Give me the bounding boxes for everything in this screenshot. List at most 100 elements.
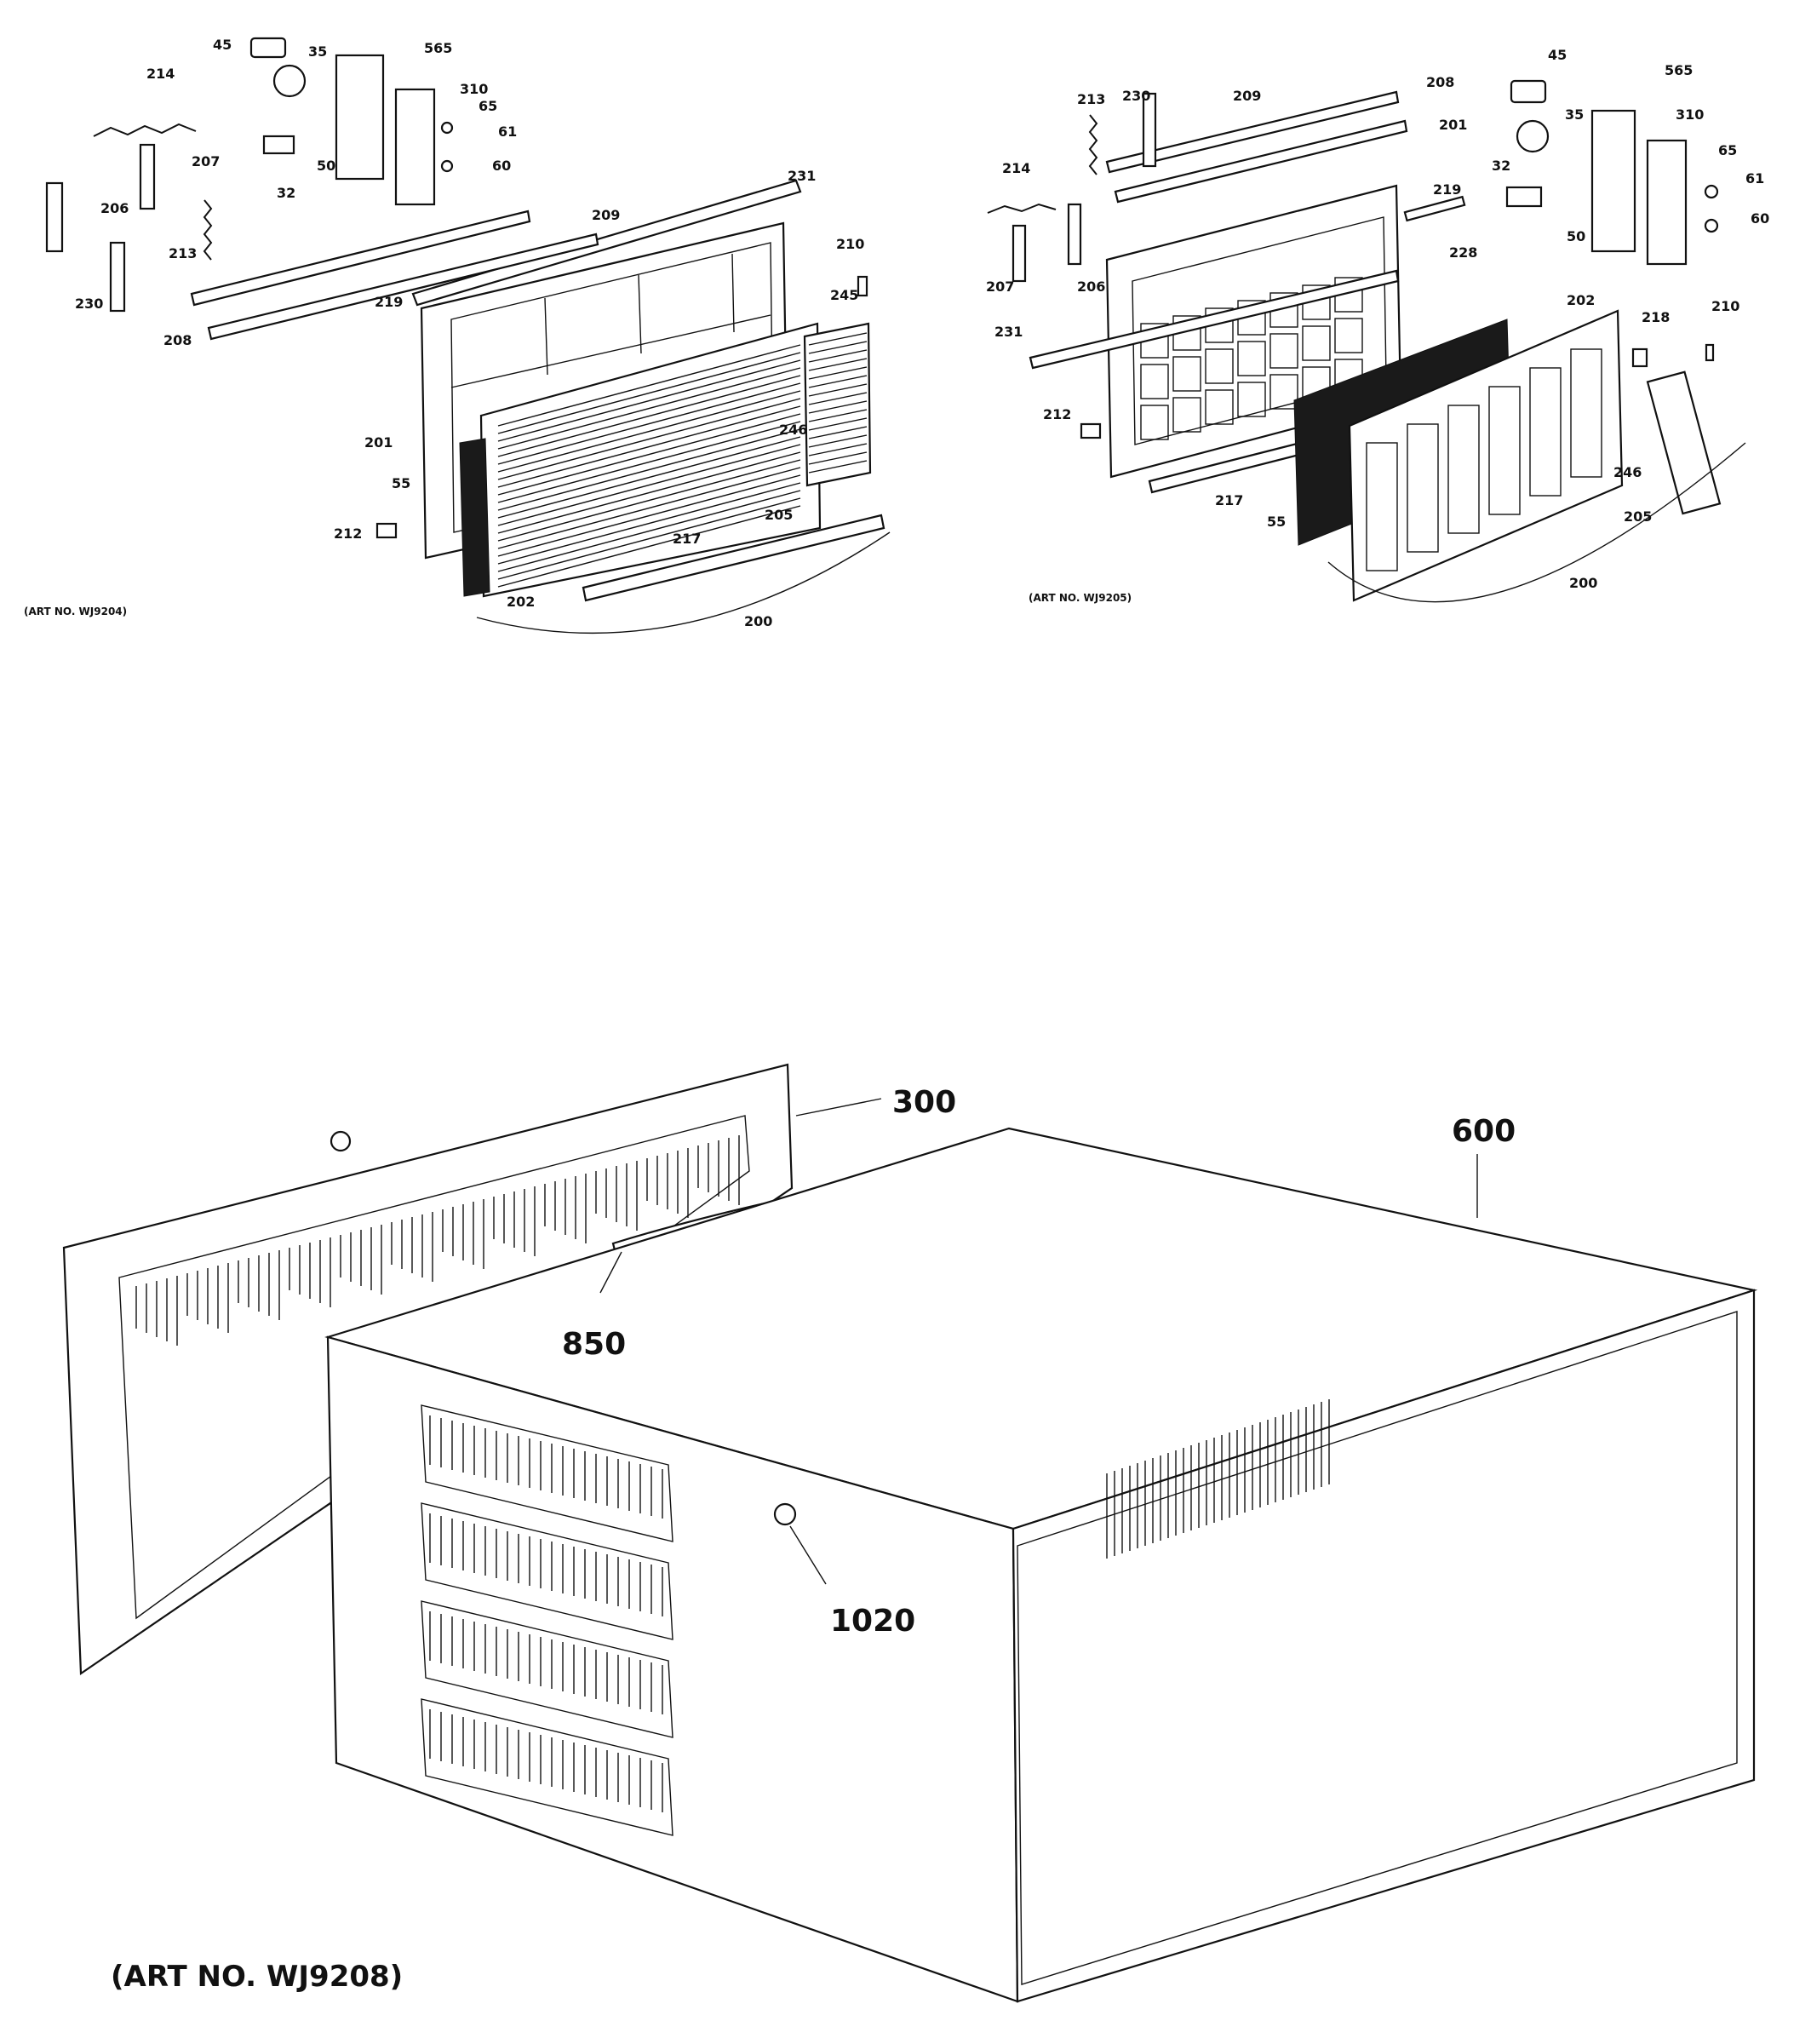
button-part-60 <box>1704 218 1719 233</box>
rod-part-208 <box>207 233 599 341</box>
callout-diagram_a-200: 200 <box>744 613 772 629</box>
grille-cell <box>1447 405 1480 534</box>
callout-diagram_c-1020: 1020 <box>830 1604 915 1639</box>
callout-diagram_b-246: 246 <box>1613 464 1642 480</box>
pin-part-210 <box>857 275 868 297</box>
comb-part-214 <box>987 203 1057 214</box>
callout-diagram_a-50: 50 <box>317 158 335 174</box>
side-vent-block <box>421 1404 673 1542</box>
grille-part-202 <box>479 322 822 598</box>
frame-cell <box>1140 364 1169 399</box>
screw-part-1020 <box>773 1502 797 1526</box>
callout-diagram_a-217: 217 <box>673 531 701 547</box>
louver-slat <box>808 366 868 380</box>
grille-part-202 <box>1348 309 1624 602</box>
callout-diagram_b-209: 209 <box>1233 88 1261 104</box>
diagram-wj9205 <box>987 79 1746 603</box>
callout-diagram_a-202: 202 <box>507 594 535 610</box>
callout-diagram_a-209: 209 <box>592 207 620 223</box>
grille-slat <box>497 359 801 442</box>
grille-slat <box>497 490 801 572</box>
grille-slat <box>497 421 801 503</box>
callout-diagram_a-205: 205 <box>765 507 793 523</box>
grille-slat <box>497 382 801 465</box>
louver-slat <box>808 383 868 397</box>
callout-diagram_a-212: 212 <box>334 525 362 542</box>
grille-slat <box>497 398 801 480</box>
clip-part-212 <box>1080 422 1102 439</box>
pin-part-210 <box>1705 343 1715 362</box>
louver-slat <box>808 417 868 431</box>
callout-diagram_b-50: 50 <box>1567 228 1585 244</box>
hinge-part-206 <box>1067 203 1082 266</box>
panel-part-565 <box>1590 109 1636 253</box>
bar-part-230 <box>109 241 126 313</box>
callout-diagram_b-212: 212 <box>1043 406 1071 422</box>
filter-part-55 <box>459 438 490 597</box>
callout-diagram_b-565: 565 <box>1665 62 1693 78</box>
cabinet-part-600 <box>324 1127 1758 2003</box>
callout-diagram_b-228: 228 <box>1449 244 1477 261</box>
block-part-32 <box>262 135 295 155</box>
callout-diagram_c-300: 300 <box>892 1085 956 1120</box>
callout-diagram_b-230: 230 <box>1122 88 1150 104</box>
frame-cell <box>1172 356 1201 392</box>
spacer-part-218 <box>1631 347 1648 368</box>
rod-part-219 <box>1403 195 1466 222</box>
side-vent-block <box>421 1502 673 1640</box>
louver-slat <box>808 443 868 456</box>
button-part-65 <box>1704 184 1719 199</box>
callout-diagram_a-246: 246 <box>779 422 807 438</box>
frame-cell <box>1237 382 1266 417</box>
grille-slat <box>497 467 801 549</box>
strip-part-217 <box>582 514 885 602</box>
grille-slat <box>497 505 801 588</box>
louver-slat <box>808 341 868 354</box>
grille-cell <box>1407 423 1439 553</box>
spring-part-213 <box>203 199 213 261</box>
callout-diagram_c-850: 850 <box>562 1327 626 1362</box>
switch-part-35 <box>272 64 307 98</box>
frame-cell <box>1237 341 1266 376</box>
callout-diagram_b-61: 61 <box>1745 170 1764 187</box>
rail-part-231 <box>1029 269 1400 370</box>
callout-diagram_b-210: 210 <box>1711 298 1739 314</box>
callout-diagram_b-45: 45 <box>1548 47 1567 63</box>
callout-diagram_a-214: 214 <box>146 66 175 82</box>
spring-part-213 <box>1088 114 1098 175</box>
callout-diagram_a-65: 65 <box>479 98 497 114</box>
frame-cell <box>1269 374 1298 410</box>
callout-diagram_a-60: 60 <box>492 158 511 174</box>
frame-cell <box>1140 405 1169 440</box>
callout-diagram_b-65: 65 <box>1718 142 1737 158</box>
frame-cell <box>1269 333 1298 369</box>
louver-slat <box>808 451 868 465</box>
grille-slat <box>497 375 801 457</box>
grille-slat <box>497 459 801 542</box>
callout-diagram_a-213: 213 <box>169 245 197 261</box>
louver-slat <box>808 375 868 388</box>
screw-part-top <box>330 1130 352 1152</box>
art-number-wj9204: (ART NO. WJ9204) <box>24 606 127 617</box>
frame-cell <box>1205 389 1234 425</box>
grille-slat <box>497 344 801 427</box>
rod-part-208 <box>1114 119 1408 204</box>
grille-cell <box>1488 386 1521 515</box>
bracket-part-207 <box>1012 224 1027 283</box>
callout-diagram_a-208: 208 <box>163 332 192 348</box>
hinge-part-206 <box>45 181 64 253</box>
knob-part-45 <box>249 37 287 59</box>
diagram-wj9204 <box>45 37 891 634</box>
callout-diagram_b-60: 60 <box>1751 210 1769 227</box>
frame-cell <box>1334 318 1363 353</box>
grille-slat <box>497 367 801 450</box>
grille-slat <box>497 413 801 496</box>
callout-diagram_b-231: 231 <box>994 324 1023 340</box>
callout-diagram_b-217: 217 <box>1215 492 1243 508</box>
callout-diagram_a-201: 201 <box>364 434 393 451</box>
callout-diagram_a-206: 206 <box>100 200 129 216</box>
louver-slat <box>808 400 868 414</box>
callout-diagram_a-231: 231 <box>788 168 816 184</box>
switch-part-35 <box>1516 119 1550 153</box>
